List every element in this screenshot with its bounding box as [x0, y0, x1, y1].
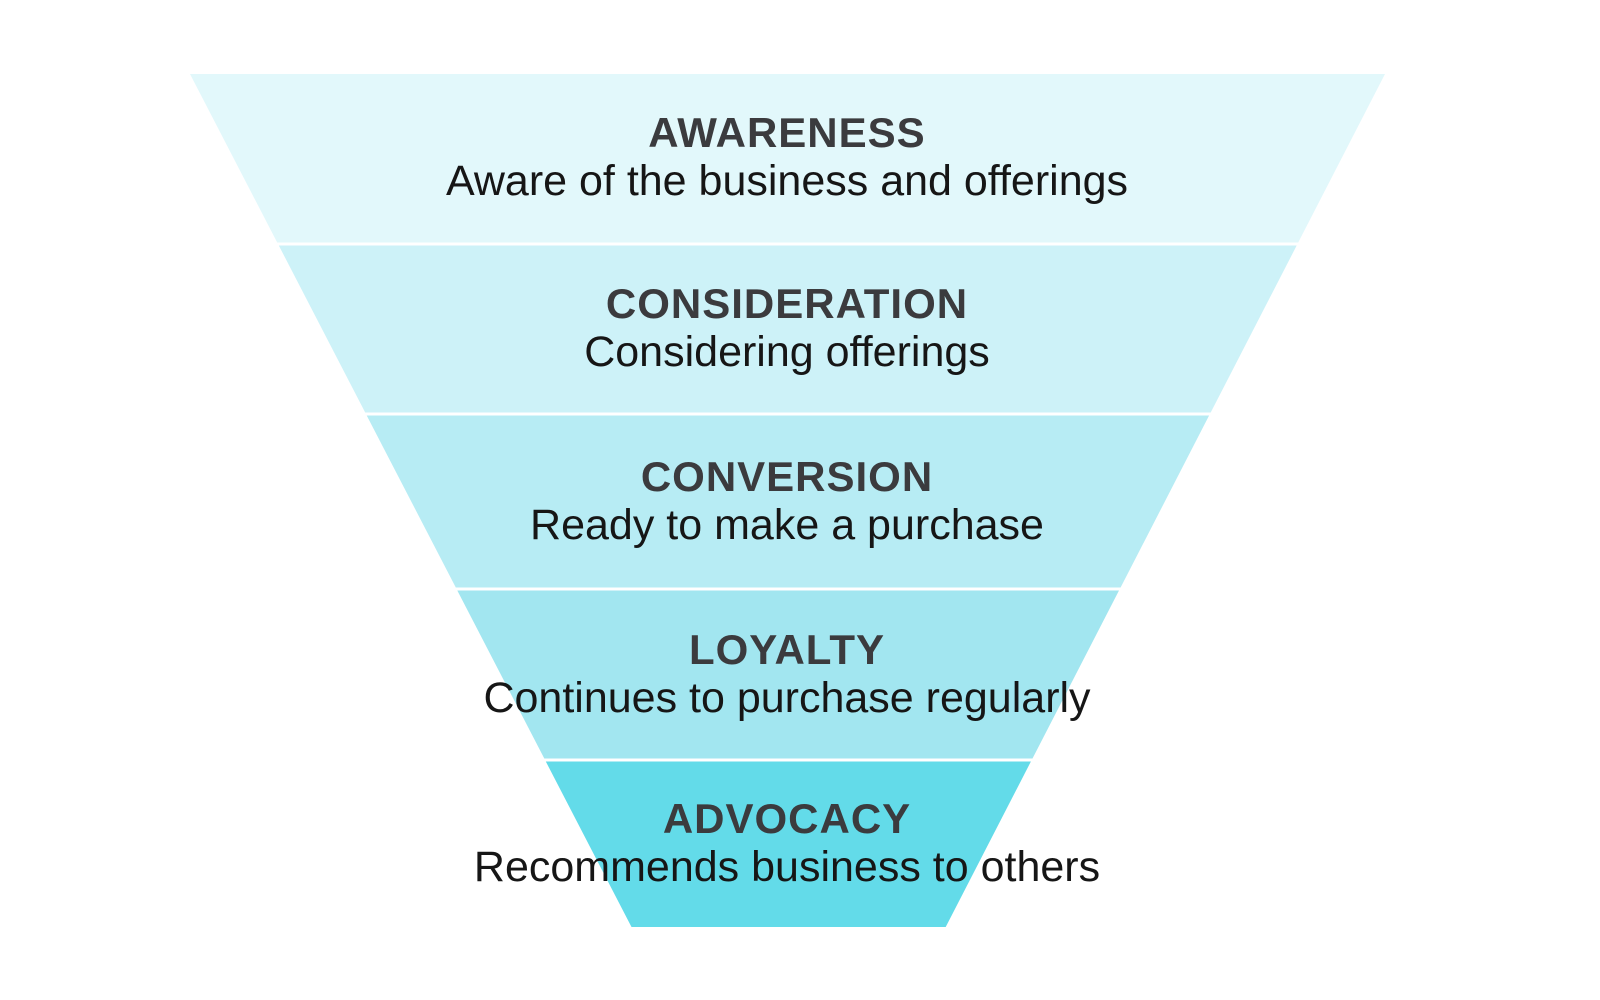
funnel-stage-conversion-shape [366, 415, 1210, 588]
funnel-stage-advocacy-shape [545, 761, 1031, 927]
funnel-stage-awareness-shape [190, 74, 1385, 243]
funnel-stage-consideration-shape [278, 245, 1297, 413]
funnel-stage-loyalty-shape [457, 590, 1119, 759]
